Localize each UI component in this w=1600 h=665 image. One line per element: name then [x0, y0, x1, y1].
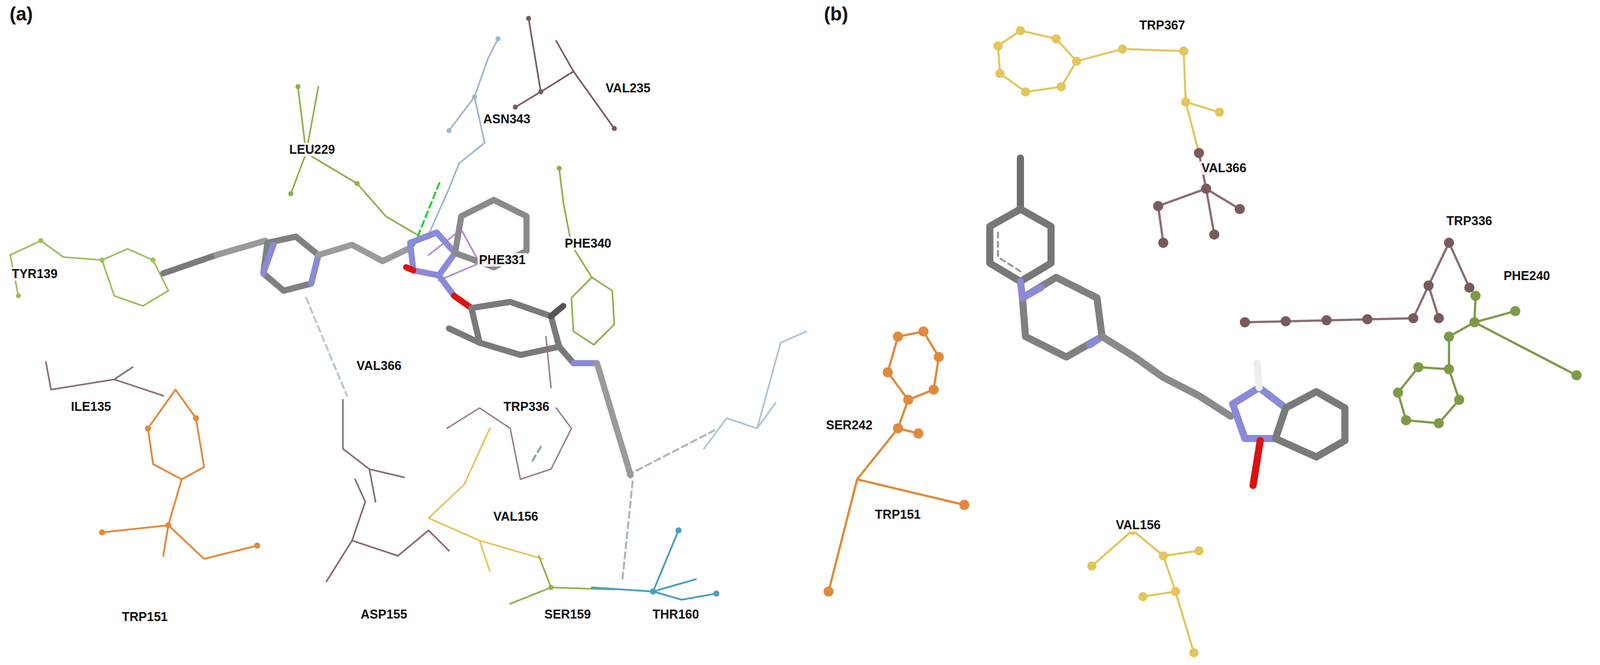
panel-letter: (a): [7, 3, 34, 24]
residue-phe240: [1398, 295, 1577, 424]
residue-label: VAL235: [603, 81, 652, 95]
residue-trp367: [998, 30, 1220, 153]
residue-label: TRP367: [1137, 18, 1187, 32]
interaction-lines: [306, 179, 715, 580]
residue-label: TRP151: [873, 508, 923, 522]
residue-trp336: [447, 336, 572, 480]
residue-label: PHE240: [1502, 269, 1552, 283]
residue-label: PHE340: [563, 236, 613, 251]
residue-label: VAL156: [1114, 518, 1163, 533]
residue-ile135: [45, 362, 164, 396]
residue-asp155: [326, 479, 450, 582]
residue-label: LEU229: [287, 142, 337, 157]
residue-val156: [428, 428, 543, 572]
residue-label: THR160: [650, 607, 701, 622]
residue-leu229: [290, 86, 421, 237]
residue-trp336-b: [1244, 242, 1470, 323]
residue-label: VAL366: [1199, 161, 1248, 175]
residue-val366: [342, 400, 405, 503]
residue-phe340: [558, 168, 614, 345]
residue-ser242: [703, 331, 806, 450]
residue-trp151-b: [828, 331, 965, 592]
residue-label: TRP336: [1445, 214, 1495, 228]
residue-label: PHE331: [477, 253, 528, 267]
ligand-b: [989, 158, 1345, 487]
panel-letter: (b): [822, 3, 850, 24]
residue-label: SER242: [824, 418, 875, 433]
residue-ser159: [510, 555, 614, 604]
residue-dots-b: [823, 25, 1582, 658]
residue-dots: [15, 15, 720, 597]
residue-label: ASP155: [359, 607, 409, 622]
residue-label: TYR139: [9, 267, 59, 281]
residue-label: ASN343: [481, 112, 533, 126]
residue-val156-b: [1091, 530, 1199, 653]
residue-tyr139: [9, 240, 169, 307]
residue-label: ILE135: [69, 400, 113, 414]
residue-label: TRP336: [502, 400, 551, 414]
residue-thr160: [591, 530, 717, 600]
residue-label: SER159: [542, 607, 593, 622]
residue-label: TRP151: [120, 610, 170, 624]
residue-label: VAL366: [355, 359, 404, 373]
ligand-a: [163, 199, 631, 476]
residue-label: VAL156: [492, 510, 540, 524]
residue-trp151: [101, 389, 257, 559]
